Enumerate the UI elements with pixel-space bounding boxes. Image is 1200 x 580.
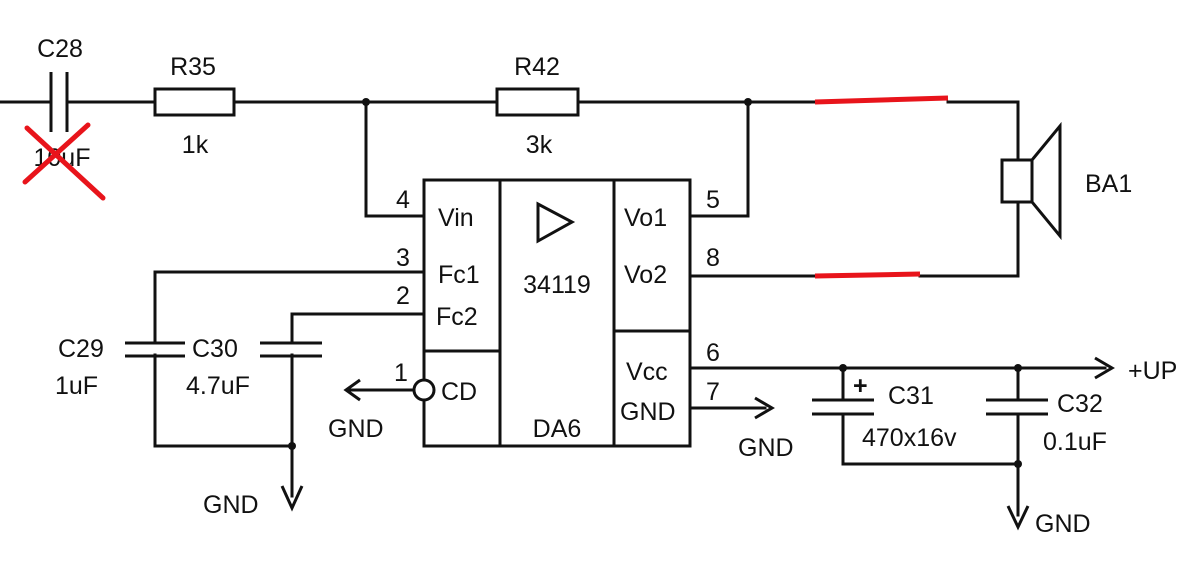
pin-fc2-number: 2 — [396, 282, 410, 310]
r42-ref: R42 — [514, 53, 560, 81]
c31-ref: C31 — [888, 382, 934, 410]
c31-value: 470x16v — [862, 424, 957, 452]
pin-fc1-number: 3 — [396, 244, 410, 272]
pin-vcc-number: 6 — [706, 339, 720, 367]
capacitor-c28: C28 10uF — [22, 35, 106, 201]
pin-gnd-name: GND — [620, 398, 676, 426]
gnd-label-c30: GND — [203, 491, 259, 519]
gnd-label-cd: GND — [328, 415, 384, 443]
edit-lines — [814, 95, 949, 279]
gnd-arrow-pin7 — [754, 396, 775, 420]
speaker-ba1: BA1 — [1000, 121, 1132, 241]
capacitor-c30: C30 4.7uF — [186, 335, 322, 400]
gnd-arrow-cd — [343, 378, 361, 402]
c29-ref: C29 — [58, 335, 104, 363]
c30-ref: C30 — [192, 335, 238, 363]
resistor-r42: R42 3k — [495, 53, 580, 159]
c32-value: 0.1uF — [1043, 428, 1107, 456]
r35-ref: R35 — [170, 53, 216, 81]
pin-vin-name: Vin — [438, 204, 474, 232]
pin-vo1-number: 5 — [706, 186, 720, 214]
c31-polarity: + — [853, 372, 868, 400]
pin-vcc-name: Vcc — [626, 358, 668, 386]
supply-label: +UP — [1128, 357, 1177, 385]
c30-value: 4.7uF — [186, 372, 250, 400]
gnd-label-c32: GND — [1035, 510, 1091, 538]
pin-vo1-name: Vo1 — [624, 204, 667, 232]
capacitor-c32: C32 0.1uF — [986, 386, 1107, 456]
pin-fc2-name: Fc2 — [436, 303, 478, 331]
supply-arrow — [1094, 356, 1115, 380]
r42-value: 3k — [526, 131, 553, 159]
ic-ref: DA6 — [533, 415, 582, 443]
pin-vo2-number: 8 — [706, 244, 720, 272]
strike-mark — [22, 122, 106, 201]
strike-mark — [814, 95, 949, 105]
ic-da6: 34119 DA6 Vin Fc1 Fc2 CD Vo1 Vo2 Vcc GND… — [394, 178, 720, 448]
junction-dots — [288, 98, 1022, 468]
c29-value: 1uF — [55, 372, 98, 400]
capacitor-c29: C29 1uF — [55, 335, 185, 400]
c32-ref: C32 — [1057, 390, 1103, 418]
arrowheads — [280, 356, 1115, 531]
gnd-arrow-c32 — [1006, 505, 1030, 531]
resistor-r35: R35 1k — [153, 53, 236, 159]
capacitor-c31: + C31 470x16v — [812, 372, 957, 452]
pin-fc1-name: Fc1 — [438, 261, 480, 289]
r35-value: 1k — [182, 131, 209, 159]
pin-cd-name: CD — [441, 378, 477, 406]
gnd-label-pin7: GND — [738, 434, 794, 462]
pin-vo2-name: Vo2 — [624, 261, 667, 289]
pin-cd-number: 1 — [394, 359, 408, 387]
c28-ref: C28 — [37, 35, 83, 63]
gnd-arrow-c30 — [280, 485, 304, 512]
cd-pin-inversion-circle — [412, 378, 436, 402]
amplifier-triangle-icon — [536, 201, 576, 244]
ba1-ref: BA1 — [1085, 170, 1132, 198]
pin-gnd-number: 7 — [706, 378, 720, 406]
ic-part-number: 34119 — [523, 271, 591, 299]
pin-vin-number: 4 — [396, 186, 410, 214]
strike-mark — [814, 271, 921, 279]
